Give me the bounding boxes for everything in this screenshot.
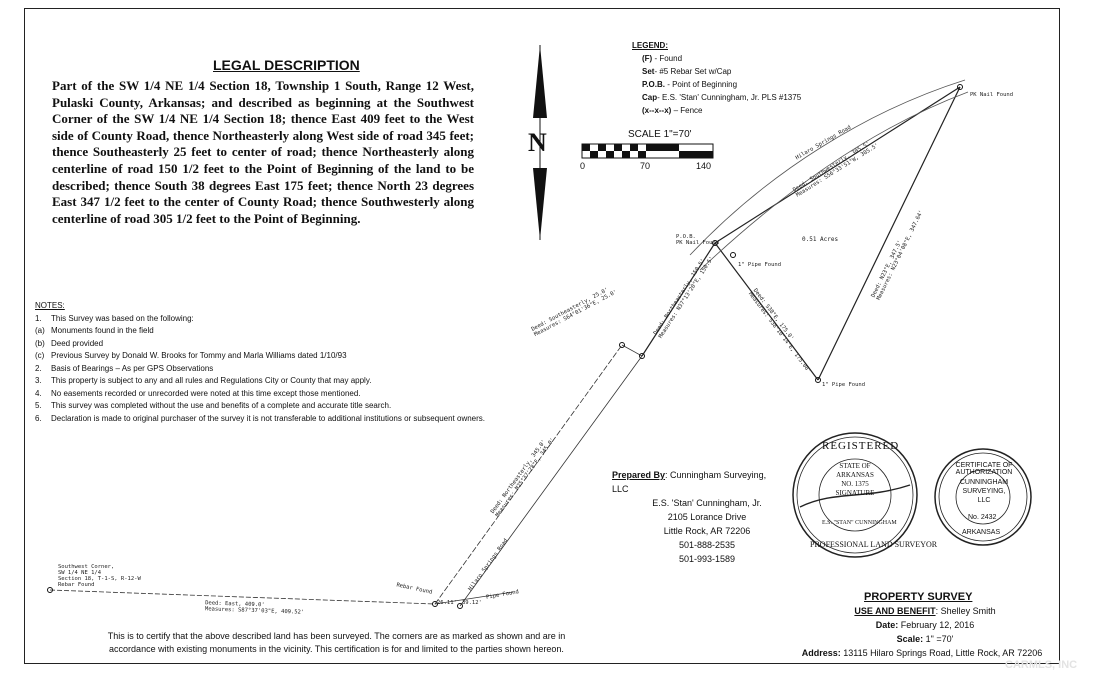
legend-block: LEGEND: (F) - Found Set- #5 Rebar Set w/… <box>632 39 801 117</box>
segment-label: 26.11' <box>437 600 457 606</box>
note-item: 4.No easements recorded or unrecorded we… <box>35 388 361 398</box>
note-item: 3.This property is subject to any and al… <box>35 376 372 385</box>
legal-description-text: Part of the SW 1/4 NE 1/4 Section 18, To… <box>52 78 474 226</box>
scale-label: SCALE 1"=70' <box>628 129 692 140</box>
property-survey-block: PROPERTY SURVEY USE AND BENEFIT: Shelley… <box>800 590 1050 660</box>
notes-title: NOTES: <box>35 301 65 310</box>
seal-name-text: E.S. "STAN" CUNNINGHAM <box>822 520 897 526</box>
pipe-found-label: 1" Pipe Found <box>738 262 782 268</box>
legend-title: LEGEND: <box>632 41 668 50</box>
auth-seal-top-text: CERTIFICATE OF AUTHORIZATION <box>955 462 1013 476</box>
acres-label: 0.51 Acres <box>802 236 839 243</box>
authorization-seal <box>934 448 1032 546</box>
auth-seal-bottom-text: ARKANSAS <box>962 529 1001 536</box>
note-item: (c)Previous Survey by Donald W. Brooks f… <box>35 351 347 360</box>
surveyor-seal <box>792 432 918 558</box>
legend-item: (F) - Found <box>642 54 683 63</box>
prepared-by-block: Prepared By: Cunningham Surveying, LLC E… <box>612 470 767 564</box>
pob-label: P.O.B. PK Nail Found <box>676 234 720 246</box>
seal-bottom-text: PROFESSIONAL LAND SURVEYOR <box>810 540 938 549</box>
property-survey-title: PROPERTY SURVEY <box>864 591 973 603</box>
note-item: 1.This Survey was based on the following… <box>35 313 194 323</box>
scale-tick: 140 <box>696 161 712 171</box>
pipe-found-label: 1" Pipe Found <box>822 382 866 388</box>
note-item: 5.This survey was completed without the … <box>35 401 392 410</box>
prepared-by-label: Prepared By <box>612 470 666 480</box>
legend-item: Set- #5 Rebar Set w/Cap <box>642 67 732 76</box>
north-label: N <box>528 128 547 157</box>
legend-item: Cap- E.S. 'Stan' Cunningham, Jr. PLS #13… <box>642 93 802 102</box>
auth-seal-number: No. 2432 <box>968 514 997 521</box>
note-item: (b)Deed provided <box>35 338 104 348</box>
seal-top-text: REGISTERED <box>822 440 900 452</box>
legend-item: P.O.B. - Point of Beginning <box>642 80 738 89</box>
pk-nail-label: PK Nail Found <box>970 92 1014 98</box>
scale-bar <box>581 143 714 159</box>
drawing-border <box>24 8 1060 664</box>
segment-label: 39.12' <box>462 600 482 606</box>
certification-text: This is to certify that the above descri… <box>107 631 566 654</box>
scale-tick: 0 <box>580 161 586 171</box>
note-item: 2.Basis of Bearings – As per GPS Observa… <box>35 363 214 373</box>
note-item: (a)Monuments found in the field <box>35 326 154 335</box>
note-item: 6.Declaration is made to original purcha… <box>35 413 486 423</box>
scale-tick: 70 <box>640 161 651 171</box>
legal-description-title: LEGAL DESCRIPTION <box>213 57 360 73</box>
watermark: CARMLS, INC <box>1005 659 1078 671</box>
legend-item: (x--x--x) – Fence <box>642 106 703 115</box>
notes-block: NOTES: 1.This Survey was based on the fo… <box>35 300 485 425</box>
sw-corner-label: Southwest Corner, SW 1/4 NE 1/4 Section … <box>58 564 141 588</box>
